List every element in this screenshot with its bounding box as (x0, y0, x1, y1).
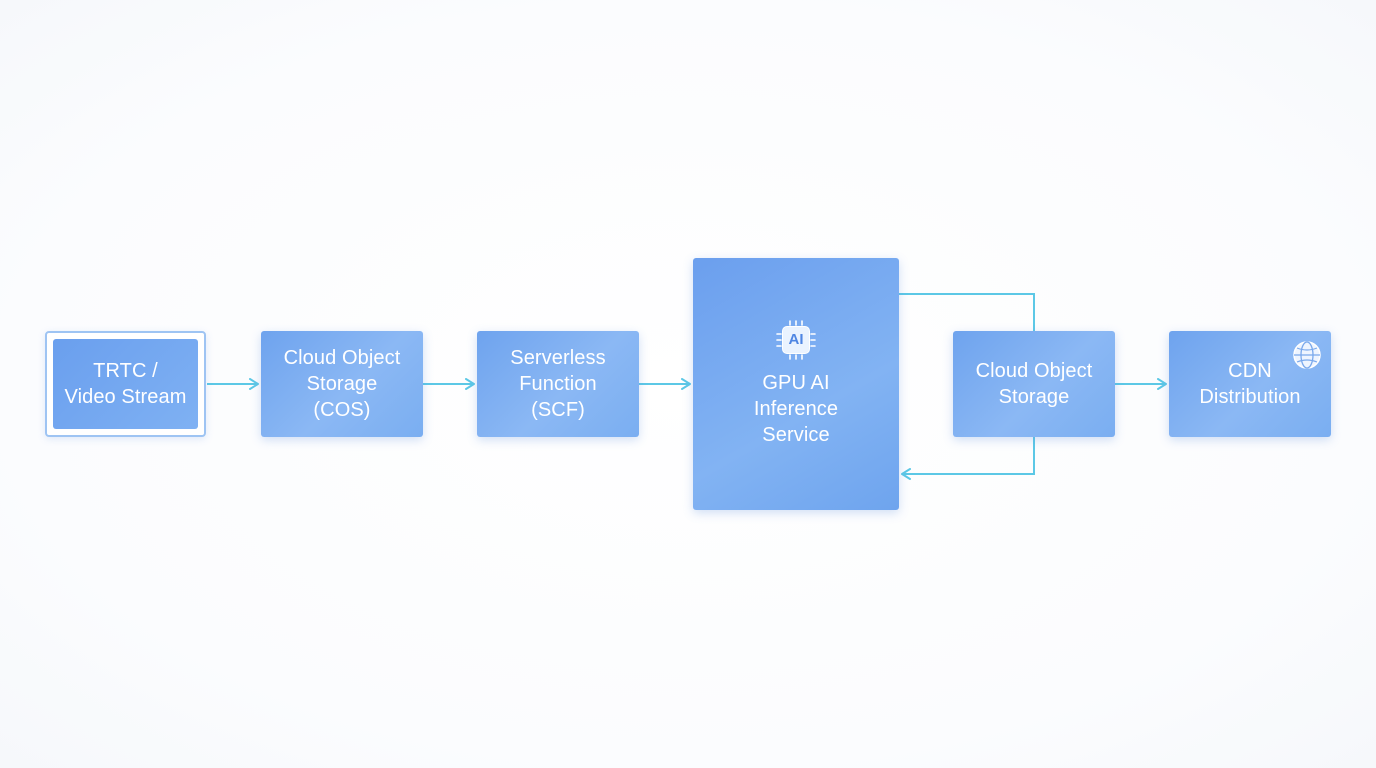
node-label: CDN Distribution (1199, 360, 1301, 408)
edge-gpu-to-cos2 (899, 293, 1035, 331)
edge-cos2-to-gpu (901, 437, 1035, 480)
globe-icon (1293, 341, 1321, 369)
ai-chip-icon: AI (776, 320, 816, 360)
node-cdn-distribution[interactable]: CDN Distribution (1169, 331, 1331, 437)
ai-chip-text: AI (782, 326, 810, 354)
node-trtc-video-stream[interactable]: TRTC / Video Stream (53, 339, 198, 429)
chip-pins (776, 320, 816, 360)
node-gpu-ai-inference-service[interactable]: AI GPU AI Inference Service (693, 258, 899, 510)
node-serverless-function[interactable]: Serverless Function (SCF) (477, 331, 639, 437)
node-label: TRTC / Video Stream (64, 360, 187, 408)
node-label: Cloud Object Storage (975, 360, 1093, 408)
node-cloud-object-storage-cos[interactable]: Cloud Object Storage (COS) (261, 331, 423, 437)
node-label: Cloud Object Storage (COS) (283, 347, 401, 421)
node-cloud-object-storage-output[interactable]: Cloud Object Storage (953, 331, 1115, 437)
node-label: GPU AI Inference Service (753, 372, 839, 446)
node-label: Serverless Function (SCF) (510, 347, 606, 421)
